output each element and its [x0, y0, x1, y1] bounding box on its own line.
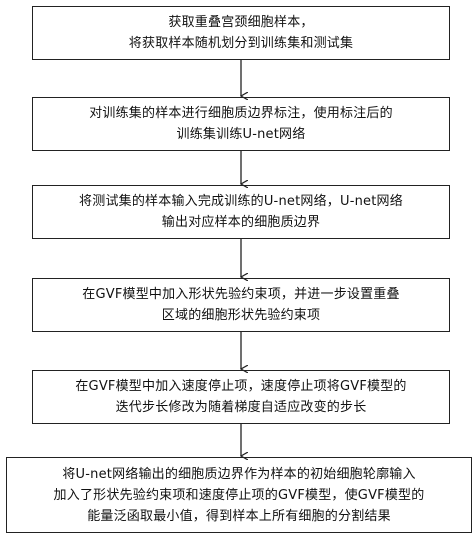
step-1-line-1: 获取重叠宫颈细胞样本， — [168, 15, 314, 30]
step-1-box: 获取重叠宫颈细胞样本， 将获取样本随机划分到训练集和测试集 — [32, 6, 450, 60]
step-4-line-2: 区域的细胞形状先验约束项 — [161, 308, 321, 323]
step-3-line-1: 将测试集的样本输入完成训练的U-net网络，U-net网络 — [79, 194, 403, 209]
step-2-line-2: 训练集训练U-net网络 — [176, 127, 306, 142]
step-2-box: 对训练集的样本进行细胞质边界标注，使用标注后的 训练集训练U-net网络 — [32, 97, 450, 151]
step-5-line-2: 迭代步长修改为随着梯度自适应改变的步长 — [115, 400, 367, 415]
step-4-line-1: 在GVF模型中加入形状先验约束项，并进一步设置重叠 — [82, 287, 400, 302]
step-6-line-2: 加入了形状先验约束项和速度停止项的GVF模型，使GVF模型的 — [53, 487, 425, 503]
step-3-box: 将测试集的样本输入完成训练的U-net网络，U-net网络 输出对应样本的细胞质… — [32, 185, 450, 239]
step-5-box: 在GVF模型中加入速度停止项，速度停止项将GVF模型的 迭代步长修改为随着梯度自… — [32, 370, 450, 424]
step-6-line-3: 能量泛函取最小值，得到样本上所有细胞的分割结果 — [87, 508, 391, 524]
step-6-box: 将U-net网络输出的细胞质边界作为样本的初始细胞轮廓输入 加入了形状先验约束项… — [6, 457, 472, 533]
step-2-line-1: 对训练集的样本进行细胞质边界标注，使用标注后的 — [89, 106, 393, 121]
step-3-line-2: 输出对应样本的细胞质边界 — [161, 215, 321, 230]
step-1-line-2: 将获取样本随机划分到训练集和测试集 — [128, 36, 354, 51]
step-6-line-1: 将U-net网络输出的细胞质边界作为样本的初始细胞轮廓输入 — [62, 466, 416, 482]
step-4-box: 在GVF模型中加入形状先验约束项，并进一步设置重叠 区域的细胞形状先验约束项 — [32, 278, 450, 332]
step-5-line-1: 在GVF模型中加入速度停止项，速度停止项将GVF模型的 — [75, 379, 407, 394]
